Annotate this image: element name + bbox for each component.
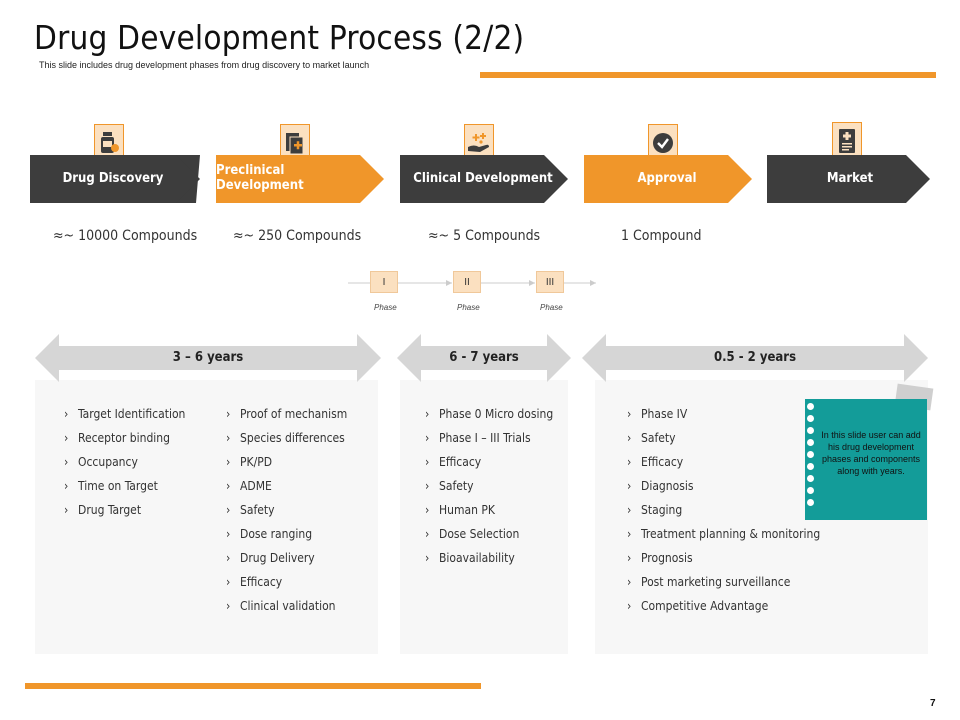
stage-chevron-market (767, 155, 930, 203)
top-accent-bar (480, 72, 936, 78)
list-item: ›Clinical validation (226, 599, 336, 613)
panel-clinical (400, 380, 568, 654)
list-item: ›Dose ranging (226, 527, 313, 541)
sticky-note: In this slide user can add his drug deve… (805, 399, 927, 520)
stage-chevron-drug-discovery (30, 155, 200, 203)
list-item: ›Target Identification (64, 407, 186, 421)
stage-chevron-approval (584, 155, 752, 203)
note-text: In this slide user can add his drug deve… (821, 430, 921, 476)
compound-count-1: ≈~ 10000 Compounds (53, 228, 198, 244)
list-item: ›ADME (226, 479, 272, 493)
check-circle-icon (653, 133, 673, 153)
duration-arrow-2 (397, 334, 571, 382)
duration-arrow-3 (582, 334, 928, 382)
page-title: Drug Development Process (2/2) (34, 18, 525, 57)
phase-label-1: Phase (374, 303, 397, 312)
list-item: ›Efficacy (627, 455, 684, 469)
stage-chevron-clinical (400, 155, 568, 203)
note-binding-dots (807, 403, 817, 511)
list-item: ›Treatment planning & monitoring (627, 527, 821, 541)
list-item: ›Occupancy (64, 455, 138, 469)
bottom-accent-bar (25, 683, 481, 689)
medical-folder-icon (286, 133, 304, 155)
list-item: ›Proof of mechanism (226, 407, 348, 421)
list-item: ›Safety (425, 479, 474, 493)
page-number: 7 (930, 698, 936, 709)
stage-icon-box-5 (832, 122, 862, 160)
list-item: ›Time on Target (64, 479, 158, 493)
stage-label-clinical: Clinical Development (413, 170, 553, 186)
list-col-3: ›Phase 0 Micro dosing ›Phase I – III Tri… (425, 407, 553, 575)
compound-count-3: ≈~ 5 Compounds (428, 228, 541, 244)
panel-discovery-preclinical (35, 380, 378, 654)
list-item: ›Staging (627, 503, 683, 517)
duration-label-1: 3 – 6 years (172, 350, 244, 365)
compound-count-4: 1 Compound (621, 228, 702, 244)
list-item: ›Species differences (226, 431, 345, 445)
medicine-bottle-icon (101, 132, 119, 153)
list-item: ›Safety (627, 431, 676, 445)
list-item: ›Post marketing surveillance (627, 575, 791, 589)
list-item: ›PK/PD (226, 455, 273, 469)
phase-label-2: Phase (457, 303, 480, 312)
list-item: ›Diagnosis (627, 479, 694, 493)
list-item: ›Safety (226, 503, 275, 517)
list-item: ›Human PK (425, 503, 495, 517)
list-col-1: ›Target Identification ›Receptor binding… (64, 407, 185, 527)
list-item: ›Bioavailability (425, 551, 515, 565)
list-item: ›Phase 0 Micro dosing (425, 407, 554, 421)
phase-box-3: III (536, 271, 564, 293)
hand-plus-icon (468, 133, 489, 152)
stage-label-market: Market (826, 170, 874, 186)
stage-label-preclinical: Preclinical Development (216, 163, 304, 193)
phase-connector-lines (348, 280, 596, 286)
stage-chevron-preclinical (216, 155, 384, 203)
list-item: ›Phase I – III Trials (425, 431, 531, 445)
stage-label-approval: Approval (637, 170, 697, 186)
compound-count-2: ≈~ 250 Compounds (233, 228, 362, 244)
duration-arrow-1 (35, 334, 381, 382)
list-col-2: ›Proof of mechanism ›Species differences… (226, 407, 347, 623)
prescription-icon (839, 129, 855, 153)
phase-label-3: Phase (540, 303, 563, 312)
list-item: ›Efficacy (425, 455, 482, 469)
list-item: ›Efficacy (226, 575, 283, 589)
duration-arrows (35, 334, 928, 382)
list-item: ›Receptor binding (64, 431, 170, 445)
phase-box-2: II (453, 271, 481, 293)
list-item: ›Dose Selection (425, 527, 520, 541)
list-item: ›Drug Delivery (226, 551, 315, 565)
stage-label-drug-discovery: Drug Discovery (62, 170, 164, 186)
phase-box-1: I (370, 271, 398, 293)
list-item: ›Drug Target (64, 503, 142, 517)
duration-label-2: 6 - 7 years (449, 350, 519, 365)
list-item: ›Competitive Advantage (627, 599, 769, 613)
list-item: ›Prognosis (627, 551, 693, 565)
page-subtitle: This slide includes drug development pha… (39, 60, 370, 70)
list-item: ›Phase IV (627, 407, 688, 421)
duration-label-3: 0.5 - 2 years (713, 350, 797, 365)
stage-chevron-shapes (30, 155, 930, 203)
list-col-4: ›Phase IV ›Safety ›Efficacy ›Diagnosis ›… (627, 407, 820, 623)
